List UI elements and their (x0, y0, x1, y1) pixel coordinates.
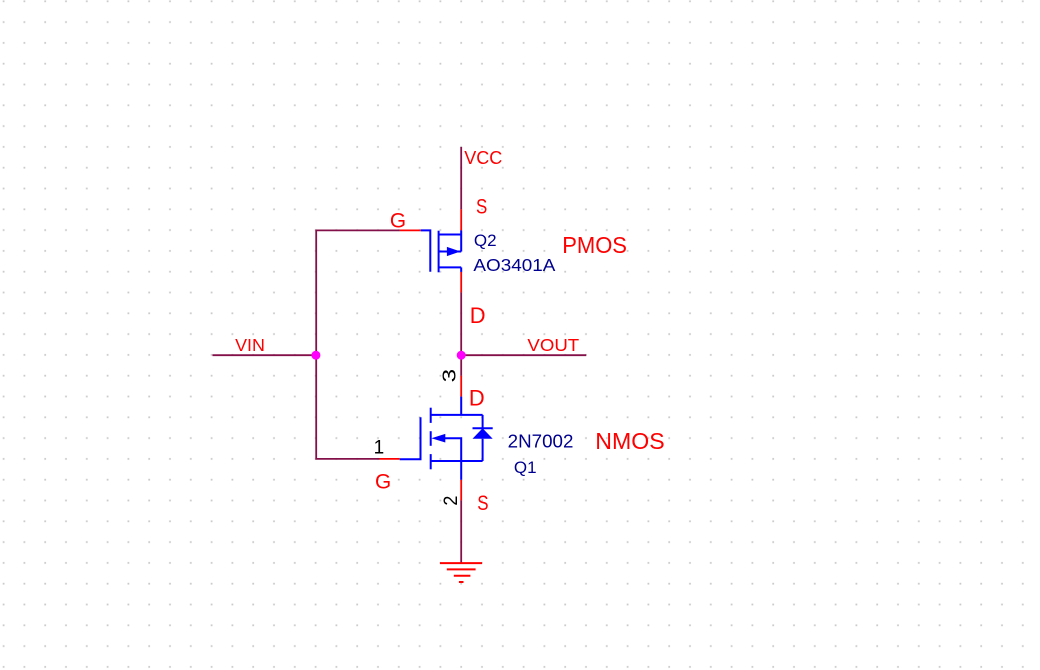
svg-text:AO3401A: AO3401A (473, 255, 555, 275)
svg-text:S: S (477, 491, 488, 515)
svg-text:Q2: Q2 (474, 231, 497, 250)
svg-text:2: 2 (440, 496, 462, 506)
svg-text:G: G (390, 209, 406, 233)
svg-text:1: 1 (374, 437, 385, 458)
svg-text:D: D (469, 385, 485, 410)
svg-text:VCC: VCC (464, 147, 502, 168)
svg-text:VIN: VIN (235, 335, 265, 355)
svg-text:S: S (476, 195, 487, 219)
svg-text:2N7002: 2N7002 (508, 431, 574, 452)
svg-text:Q1: Q1 (514, 458, 537, 477)
svg-text:G: G (375, 469, 391, 493)
svg-text:VOUT: VOUT (527, 335, 579, 355)
svg-text:PMOS: PMOS (562, 232, 627, 258)
svg-text:NMOS: NMOS (595, 428, 664, 454)
svg-text:3: 3 (438, 369, 459, 383)
svg-text:D: D (470, 303, 486, 328)
